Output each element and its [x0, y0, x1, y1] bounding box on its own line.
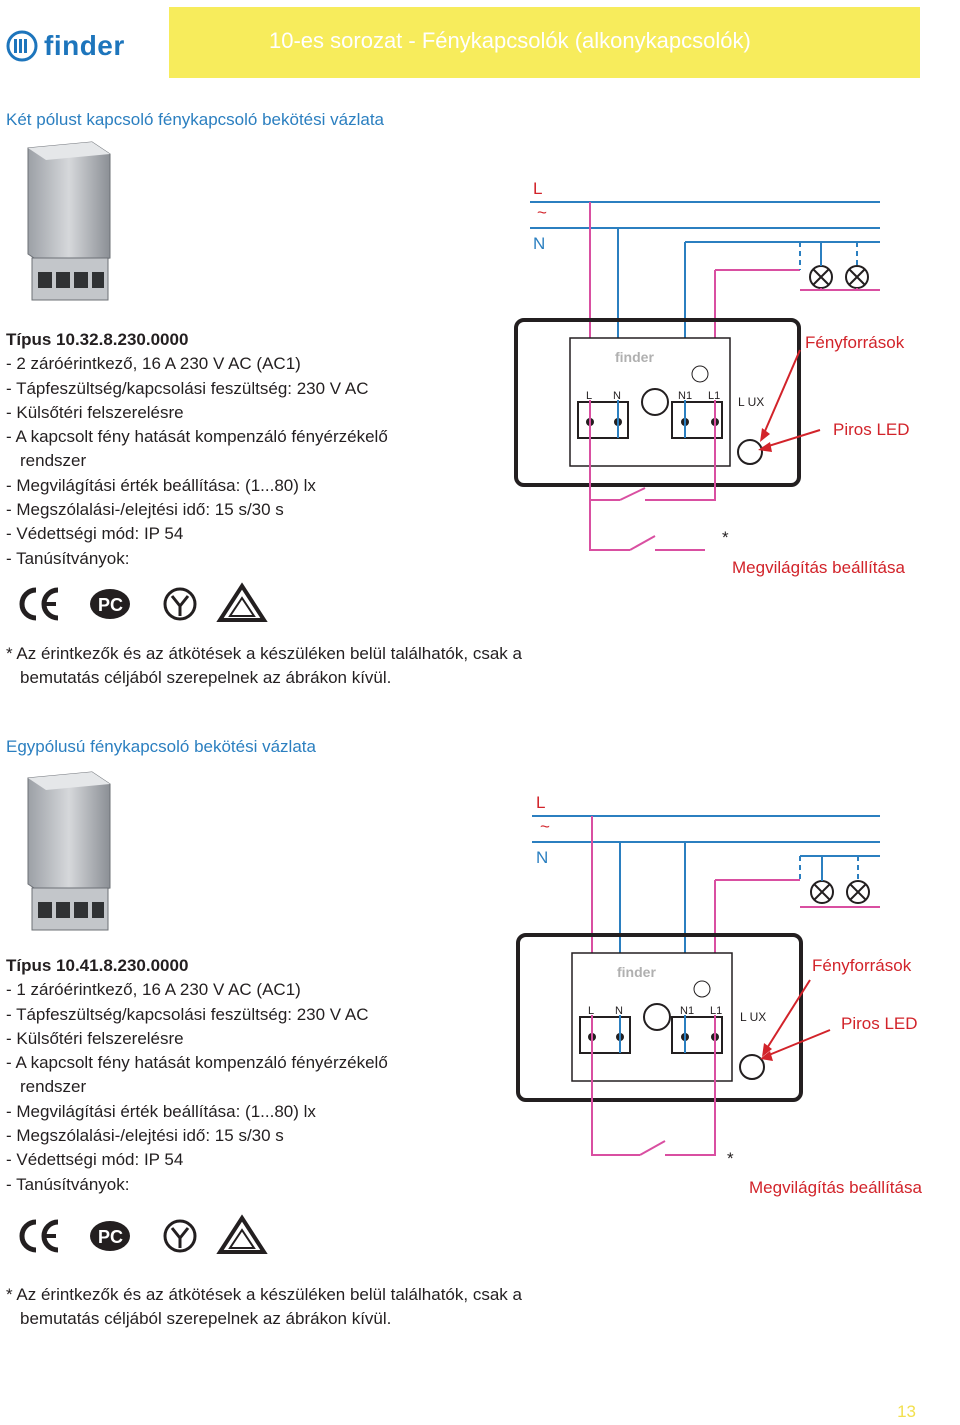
footnote-line: * Az érintkezők és az átkötések a készül…	[6, 1285, 522, 1304]
terminal-label: L	[588, 1005, 594, 1017]
label-illumination-setting: Megvilágítás beállítása	[732, 558, 905, 577]
wiring-diagram-single-pole: L ~ N finder	[500, 785, 960, 1205]
label-tilde: ~	[537, 203, 547, 222]
footnote-two-pole: * Az érintkezők és az átkötések a készül…	[6, 642, 522, 690]
ukrsepro-mark-icon	[163, 1219, 197, 1253]
label-asterisk: *	[727, 1149, 734, 1168]
ce-mark-icon	[19, 587, 59, 621]
label-light-sources: Fényforrások	[805, 333, 905, 352]
spec-item: - Megvilágítási érték beállítása: (1...8…	[6, 475, 316, 495]
label-asterisk: *	[722, 528, 729, 547]
pct-mark-icon: PC	[90, 589, 130, 619]
spec-item: - Tanúsítványok:	[6, 1174, 130, 1194]
spec-item: - Megszólalási-/elejtési idő: 15 s/30 s	[6, 1126, 284, 1146]
label-red-led: Piros LED	[833, 420, 910, 439]
svg-text:PC: PC	[98, 595, 123, 615]
spec-item: - Megszólalási-/elejtési idő: 15 s/30 s	[6, 500, 284, 520]
spec-list-single-pole: Típus 10.41.8.230.0000 - 1 záróérintkező…	[6, 954, 388, 1197]
label-l: L	[536, 793, 546, 812]
spec-item: - Külsőtéri felszerelésre	[6, 402, 184, 422]
page-number: 13	[897, 1402, 916, 1421]
footnote-line: bemutatás céljából szerepelnek az ábráko…	[20, 668, 392, 687]
product-type: Típus 10.41.8.230.0000	[6, 956, 189, 975]
terminal-label: N	[615, 1005, 623, 1017]
spec-item: - A kapcsolt fény hatását kompenzáló fén…	[6, 427, 388, 447]
product-type: Típus 10.32.8.230.0000	[6, 330, 189, 349]
spec-list-two-pole: Típus 10.32.8.230.0000 - 2 záróérintkező…	[6, 328, 388, 571]
label-light-sources: Fényforrások	[812, 956, 912, 975]
terminal-label: N1	[680, 1005, 694, 1017]
spec-item: - Tápfeszültség/kapcsolási feszültség: 2…	[6, 1004, 369, 1024]
label-n: N	[536, 848, 549, 867]
spec-item: - Tanúsítványok:	[6, 548, 130, 568]
product-photo-10-32	[27, 141, 111, 301]
device-brand-text: finder	[617, 964, 656, 980]
section-title-single-pole: Egypólusú fénykapcsoló bekötési vázlata	[6, 737, 316, 756]
terminal-label: L1	[708, 390, 720, 402]
finder-logo-icon	[6, 30, 38, 62]
footnote-line: * Az érintkezők és az átkötések a készül…	[6, 644, 522, 663]
lux-label: L UX	[738, 395, 764, 409]
terminal-label: N	[613, 390, 621, 402]
terminal-label: N1	[678, 390, 692, 402]
spec-item: rendszer	[20, 1077, 87, 1097]
device-brand-text: finder	[615, 349, 654, 365]
product-photo-10-41	[27, 771, 111, 931]
label-red-led: Piros LED	[841, 1014, 918, 1033]
spec-item: - Megvilágítási érték beállítása: (1...8…	[6, 1101, 316, 1121]
label-n: N	[533, 234, 546, 253]
pct-mark-icon: PC	[90, 1221, 130, 1251]
spec-item: rendszer	[20, 451, 87, 471]
spec-item: - A kapcsolt fény hatását kompenzáló fén…	[6, 1053, 388, 1073]
section-title-two-pole: Két pólust kapcsoló fénykapcsoló bekötés…	[6, 110, 385, 129]
terminal-label: L	[586, 390, 592, 402]
footnote-single-pole: * Az érintkezők és az átkötések a készül…	[6, 1283, 522, 1331]
spec-item: - Védettségi mód: IP 54	[6, 524, 184, 544]
spec-item: - 1 záróérintkező, 16 A 230 V AC (AC1)	[6, 980, 301, 1000]
label-tilde: ~	[540, 817, 550, 836]
page-title: 10-es sorozat - Fénykapcsolók (alkonykap…	[269, 28, 751, 53]
finder-logo: finder	[6, 26, 156, 66]
spec-item: - Külsőtéri felszerelésre	[6, 1028, 184, 1048]
wiring-schematic: finder L N N1 L1 L UX	[516, 815, 880, 1156]
label-illumination-setting: Megvilágítás beállítása	[749, 1178, 922, 1197]
spec-item: - Tápfeszültség/kapcsolási feszültség: 2…	[6, 378, 369, 398]
wiring-schematic: finder L N N1 L1 L UX	[514, 201, 880, 551]
label-l: L	[533, 179, 543, 198]
certification-icons: PC	[14, 582, 272, 626]
ukrsepro-mark-icon	[163, 587, 197, 621]
wiring-diagram-two-pole: L ~ N	[500, 170, 960, 590]
logo-text: finder	[44, 30, 125, 61]
ce-mark-icon	[19, 1219, 59, 1253]
triangle-mark-icon	[216, 1214, 268, 1254]
svg-text:PC: PC	[98, 1227, 123, 1247]
lux-label: L UX	[740, 1010, 766, 1024]
header-bar: 10-es sorozat - Fénykapcsolók (alkonykap…	[169, 7, 920, 78]
triangle-mark-icon	[216, 582, 268, 622]
footnote-line: bemutatás céljából szerepelnek az ábráko…	[20, 1309, 392, 1328]
certification-icons: PC	[14, 1214, 272, 1258]
spec-item: - Védettségi mód: IP 54	[6, 1150, 184, 1170]
spec-item: - 2 záróérintkező, 16 A 230 V AC (AC1)	[6, 354, 301, 374]
terminal-label: L1	[710, 1005, 722, 1017]
